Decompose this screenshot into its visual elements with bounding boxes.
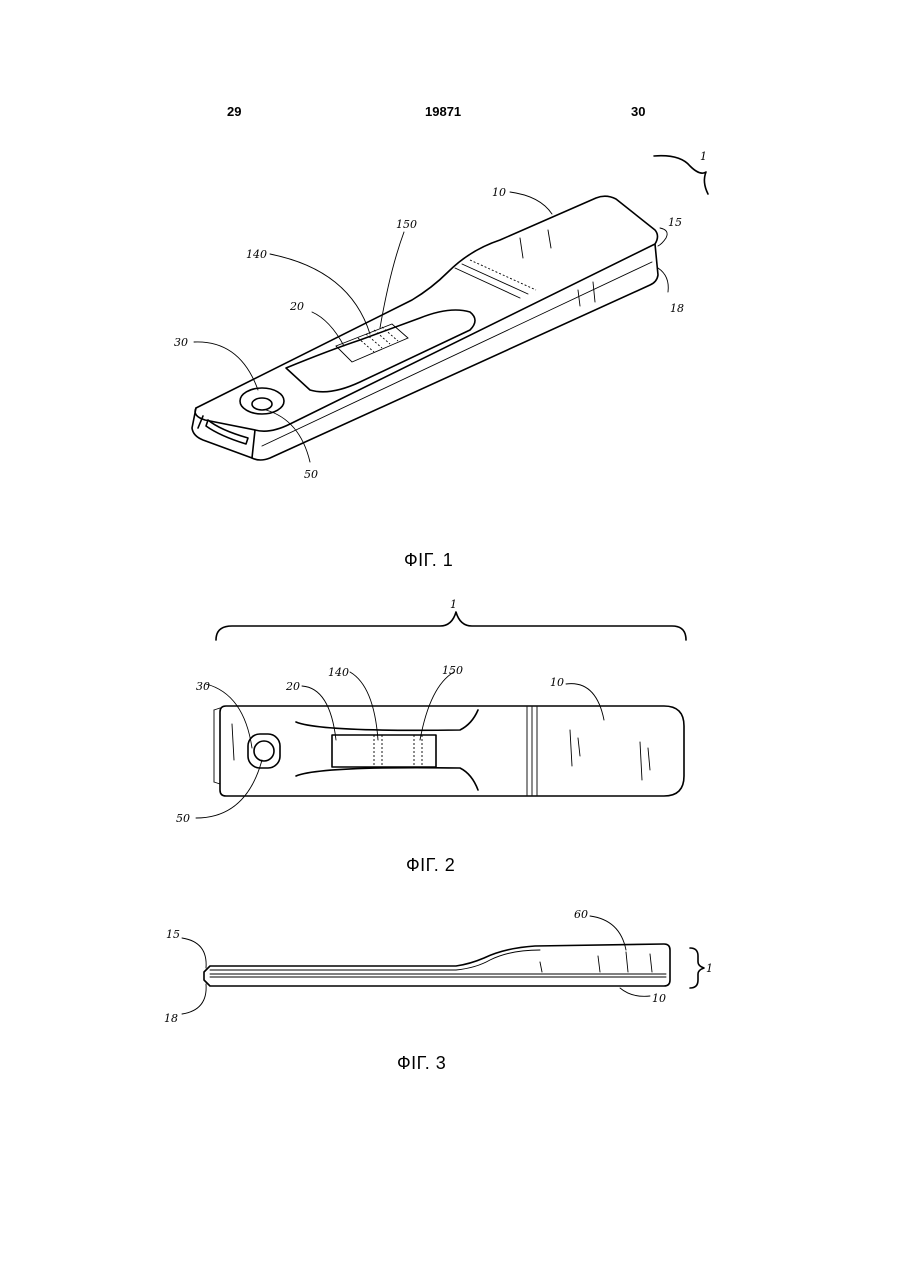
fig2-label-20: 20: [285, 680, 300, 693]
fig1-label-18: 18: [670, 302, 684, 315]
fig3-label-60: 60: [574, 908, 588, 921]
fig3-label-18: 18: [164, 1012, 178, 1025]
fig1-device-front-end: [192, 408, 255, 458]
fig2-label-1: 1: [450, 598, 457, 611]
fig1-label-50: 50: [304, 468, 318, 481]
fig2-label-30: 30: [196, 680, 210, 693]
figure-1-caption: ФІГ. 1: [404, 550, 453, 571]
fig3-device-outline: [204, 944, 670, 986]
fig1-label-10: 10: [492, 186, 506, 199]
fig3-label-10: 10: [652, 992, 666, 1005]
fig1-label-30: 30: [174, 336, 188, 349]
fig1-label-1: 1: [700, 150, 707, 163]
figure-3-caption: ФІГ. 3: [397, 1053, 446, 1074]
fig2-bracket: [216, 612, 686, 640]
fig1-label-150: 150: [396, 218, 417, 231]
fig2-sample-well: [248, 734, 280, 768]
fig1-label-140: 140: [246, 248, 267, 261]
figure-3-drawing: 60 15 1 18 10: [164, 908, 713, 1025]
fig2-label-150: 150: [442, 664, 463, 677]
fig1-label-20: 20: [289, 300, 304, 313]
fig1-label-15: 15: [668, 216, 682, 229]
fig3-label-1: 1: [706, 962, 713, 975]
fig2-label-140: 140: [328, 666, 349, 679]
figure-2-drawing: 1 140 150 30 20 10 50: [176, 598, 686, 825]
fig2-label-50: 50: [176, 812, 190, 825]
fig2-device-outline: [220, 706, 684, 796]
figure-2-caption: ФІГ. 2: [406, 855, 455, 876]
fig1-device-side: [252, 244, 658, 460]
figure-1-drawing: 1 10 15 18 150 140 20 30 50: [174, 150, 708, 481]
fig2-label-10: 10: [550, 676, 564, 689]
fig3-label-15: 15: [166, 928, 180, 941]
